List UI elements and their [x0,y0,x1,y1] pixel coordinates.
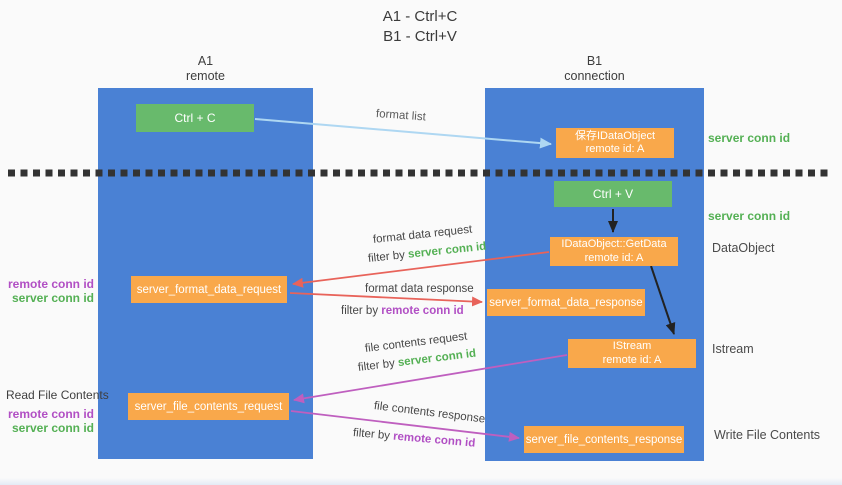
label-server-conn-id-top: server conn id [708,131,791,145]
label-remote-conn-id-bottom: remote conn id [7,407,94,421]
bottom-fade [0,478,842,485]
filter-remote-conn-id-2: remote conn id [392,430,476,450]
node-istream-line2: remote id: A [602,353,662,366]
node-save-idataobject: 保存IDataObject remote id: A [556,128,674,158]
label-dataobject: DataObject [712,241,775,255]
label-istream: Istream [712,342,754,356]
node-server-format-data-request: server_format_data_request [131,276,287,303]
node-getdata-line2: remote id: A [584,251,644,264]
label-format-data-response: format data response [365,283,474,295]
filter-server-conn-id-1: server conn id [407,240,487,261]
node-ctrl-c-label: Ctrl + C [174,111,216,125]
label-filter-remote-conn-id-2: filter by remote conn id [352,427,475,450]
label-file-contents-response: file contents response [373,400,486,426]
node-istream: IStream remote id: A [568,339,696,368]
lane-a1-title: A1 [197,54,214,68]
lane-header-b1: B1 connection [485,54,704,84]
node-format-request-label: server_format_data_request [136,283,282,296]
node-ctrl-c: Ctrl + C [136,104,254,132]
filter-by-text-1: filter by [367,248,409,265]
lane-b1-subtitle: connection [564,69,625,83]
label-write-file-contents: Write File Contents [714,428,821,442]
node-save-idataobject-line2: remote id: A [585,143,645,155]
title-line-1: A1 - Ctrl+C [382,8,458,25]
node-istream-line1: IStream [612,340,652,352]
node-idataobject-getdata: IDataObject::GetData remote id: A [550,237,678,266]
filter-by-text-2: filter by [341,305,382,317]
lane-a1-subtitle: remote [186,69,225,83]
label-server-conn-id-left-bottom: server conn id [11,421,94,435]
label-server-conn-id-mid: server conn id [708,209,791,223]
node-server-format-data-response: server_format_data_response [487,289,645,316]
label-conn-ids-top: remote conn id server conn id [6,277,94,305]
node-ctrl-v: Ctrl + V [554,181,672,207]
node-format-response-label: server_format_data_response [489,296,643,309]
node-server-file-contents-response: server_file_contents_response [524,426,684,453]
filter-by-text-4: filter by [352,427,394,443]
node-file-request-label: server_file_contents_request [134,400,283,413]
node-file-response-label: server_file_contents_response [525,433,683,446]
node-server-file-contents-request: server_file_contents_request [128,393,289,420]
node-getdata-line1: IDataObject::GetData [561,238,667,250]
title-line-2: B1 - Ctrl+V [383,28,457,45]
lane-header-a1: A1 remote [98,54,313,84]
label-format-list: format list [375,108,427,124]
node-ctrl-v-label: Ctrl + V [592,187,634,201]
node-save-idataobject-line1: 保存IDataObject [574,129,656,142]
label-remote-conn-id-top: remote conn id [7,277,94,291]
filter-remote-conn-id-1: remote conn id [381,305,464,317]
diagram-title: A1 - Ctrl+C B1 - Ctrl+V [320,7,520,47]
label-conn-ids-bottom: remote conn id server conn id [6,407,94,435]
label-read-file-contents: Read File Contents [6,388,109,402]
filter-server-conn-id-2: server conn id [397,347,477,370]
label-server-conn-id-left-top: server conn id [11,291,94,305]
lane-b1-title: B1 [586,54,603,68]
label-filter-remote-conn-id-1: filter by remote conn id [341,305,464,317]
filter-by-text-3: filter by [357,357,399,374]
